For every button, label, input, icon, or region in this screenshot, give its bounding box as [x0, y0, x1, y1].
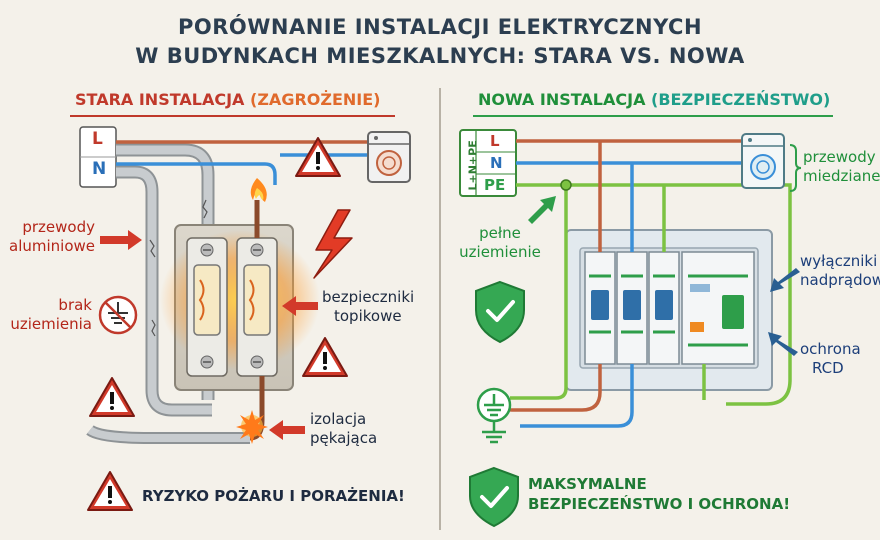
shield-check-icon [475, 280, 525, 344]
label-copper-wires-1: przewody [803, 148, 876, 166]
label-insulation-1: izolacja [310, 410, 367, 428]
pe-junction [560, 179, 572, 191]
washing-machine-icon [367, 131, 411, 183]
label-fuses-1: bezpieczniki [322, 288, 415, 306]
new-terminal-l: L [490, 132, 500, 150]
mcb-3 [648, 251, 680, 365]
label-aluminium-wires-2: aluminiowe [9, 237, 95, 255]
spark-icon-insulation [236, 410, 268, 444]
shield-check-icon-bottom [469, 466, 519, 528]
arrow-insulation [269, 420, 305, 440]
label-insulation: izolacja pękająca [310, 410, 377, 448]
rcd-device [681, 251, 755, 365]
warning-icon-top [295, 137, 341, 177]
new-arrows [768, 268, 800, 356]
label-no-ground: brak uziemienia [0, 296, 92, 334]
label-no-ground-2: uziemienia [10, 315, 92, 333]
old-heading-underline [70, 115, 395, 117]
ground-icon [476, 387, 512, 444]
label-full-earthing-2: uziemienie [459, 243, 541, 261]
old-terminal-l: L [92, 129, 103, 149]
label-rcd-2: RCD [812, 359, 844, 377]
label-mcb-1: wyłączniki [800, 252, 878, 270]
new-heading-text: NOWA INSTALACJA [478, 90, 646, 109]
label-fuses-2: topikowe [334, 307, 402, 325]
new-terminal-block [459, 129, 517, 197]
label-rcd-1: ochrona [800, 340, 861, 358]
label-rcd: ochrona RCD [800, 340, 861, 378]
new-terminal-top: L+N+PE [466, 140, 480, 191]
arrow-wires [100, 230, 142, 250]
label-aluminium-wires: przewody aluminiowe [0, 218, 95, 256]
label-mcb-2: nadprądowe [800, 271, 880, 289]
old-heading-accent: (ZAGROŻENIE) [250, 90, 381, 109]
label-no-ground-1: brak [58, 296, 92, 314]
label-aluminium-wires-1: przewody [22, 218, 95, 236]
label-full-earthing-1: pełne [479, 224, 521, 242]
new-bottom-message-1: MAKSYMALNE [528, 475, 647, 493]
new-bottom-message: MAKSYMALNE BEZPIECZEŃSTWO I OCHRONA! [528, 474, 790, 514]
lightning-icon [313, 209, 353, 279]
mcb-2 [616, 251, 648, 365]
mcb-1 [584, 251, 616, 365]
label-fuses: bezpieczniki topikowe [322, 288, 414, 326]
warning-icon-left [89, 377, 135, 417]
no-ground-icon [98, 295, 138, 335]
new-heading-underline [473, 115, 833, 117]
arrow-earth [528, 196, 556, 224]
new-heading-accent: (BEZPIECZEŃSTWO) [651, 90, 831, 109]
label-copper-wires-2: miedziane [803, 167, 880, 185]
spark-icon [250, 178, 267, 202]
warning-icon-mid [302, 337, 348, 377]
new-section-heading: NOWA INSTALACJA (BEZPIECZEŃSTWO) [478, 90, 830, 109]
label-mcb: wyłączniki nadprądowe [800, 252, 880, 290]
label-copper-wires: przewody miedziane [803, 148, 880, 186]
arrow-mcb [770, 268, 800, 292]
copper-brace [789, 144, 802, 192]
old-conduit [86, 143, 250, 444]
warning-icon-bottom [87, 471, 133, 511]
page-title-line-2: W BUDYNKACH MIESZKALNYCH: STARA VS. NOWA [135, 44, 745, 68]
old-bottom-warning: RYZYKO POŻARU I PORAŻENIA! [142, 487, 405, 505]
old-heading-text: STARA INSTALACJA [75, 90, 245, 109]
old-terminal-n: N [92, 159, 107, 179]
arrow-fuses [282, 296, 318, 316]
page-title-line-1: PORÓWNANIE INSTALACJI ELEKTRYCZNYCH [177, 15, 703, 39]
new-terminal-pe: PE [484, 176, 506, 194]
old-fuse-board [160, 224, 320, 391]
label-insulation-2: pękająca [310, 429, 378, 447]
new-wires [492, 139, 792, 428]
washing-machine-icon-new [741, 133, 785, 189]
arrow-rcd [768, 332, 798, 356]
new-bottom-message-2: BEZPIECZEŃSTWO I OCHRONA! [528, 495, 791, 513]
old-section-heading: STARA INSTALACJA (ZAGROŻENIE) [75, 90, 380, 109]
label-full-earthing: pełne uziemienie [448, 224, 552, 262]
new-distribution-board [565, 229, 773, 391]
new-terminal-n: N [490, 154, 503, 172]
old-arrows [100, 230, 318, 440]
old-terminal-block [79, 126, 117, 188]
